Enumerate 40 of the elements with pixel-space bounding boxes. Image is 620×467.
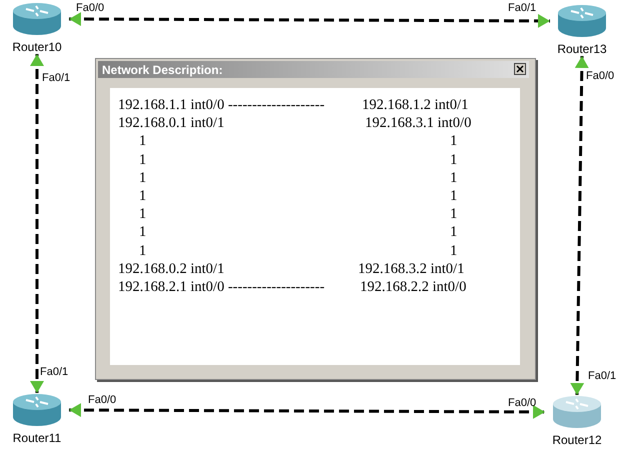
description-text: 1 bbox=[139, 224, 146, 242]
description-text: 192.168.1.1 int0/0 -------------------- bbox=[118, 97, 325, 114]
router-name: Router10 bbox=[12, 40, 62, 54]
description-text: 1 bbox=[139, 152, 146, 169]
port-label: Fa0/0 bbox=[88, 394, 116, 406]
description-text: 1 bbox=[450, 170, 458, 187]
description-text: 192.168.2.2 int0/0 bbox=[360, 279, 466, 296]
port-label: Fa0/1 bbox=[508, 2, 536, 14]
link-line bbox=[30, 54, 44, 393]
description-text: 1 bbox=[450, 188, 458, 205]
description-text: 1 bbox=[139, 170, 146, 187]
port-label: Fa0/1 bbox=[42, 72, 70, 84]
description-text: 1 bbox=[139, 206, 146, 224]
description-text: 1 bbox=[450, 206, 458, 224]
link-line bbox=[69, 12, 550, 28]
description-text: 192.168.3.2 int0/1 bbox=[358, 260, 464, 278]
port-label: Fa0/1 bbox=[40, 366, 68, 378]
description-text: 1 bbox=[139, 188, 146, 205]
link-line bbox=[570, 56, 589, 396]
description-text: 192.168.3.1 int0/0 bbox=[365, 115, 472, 132]
port-label: Fa0/0 bbox=[508, 397, 536, 409]
port-label: Fa0/1 bbox=[588, 370, 616, 382]
description-text: 1 bbox=[450, 242, 458, 260]
description-text: 1 bbox=[139, 133, 146, 150]
window-title: Network Description: bbox=[102, 63, 223, 77]
description-text: 1 bbox=[450, 152, 458, 169]
description-text: 192.168.0.1 int0/1 bbox=[118, 115, 224, 132]
description-text: 192.168.2.1 int0/0 -------------------- bbox=[118, 279, 325, 296]
description-text: 1 bbox=[139, 242, 146, 260]
router-name: Router13 bbox=[557, 42, 607, 56]
description-text: 192.168.0.2 int0/1 bbox=[118, 260, 224, 278]
link-line bbox=[69, 403, 545, 419]
description-window bbox=[95, 58, 536, 380]
description-text: 192.168.1.2 int0/1 bbox=[362, 97, 468, 114]
router-name: Router12 bbox=[552, 433, 602, 447]
port-label: Fa0/0 bbox=[586, 70, 614, 82]
description-text: 1 bbox=[450, 133, 458, 150]
router-name: Router11 bbox=[12, 431, 62, 445]
description-text: 1 bbox=[450, 224, 458, 242]
port-label: Fa0/0 bbox=[76, 2, 104, 14]
